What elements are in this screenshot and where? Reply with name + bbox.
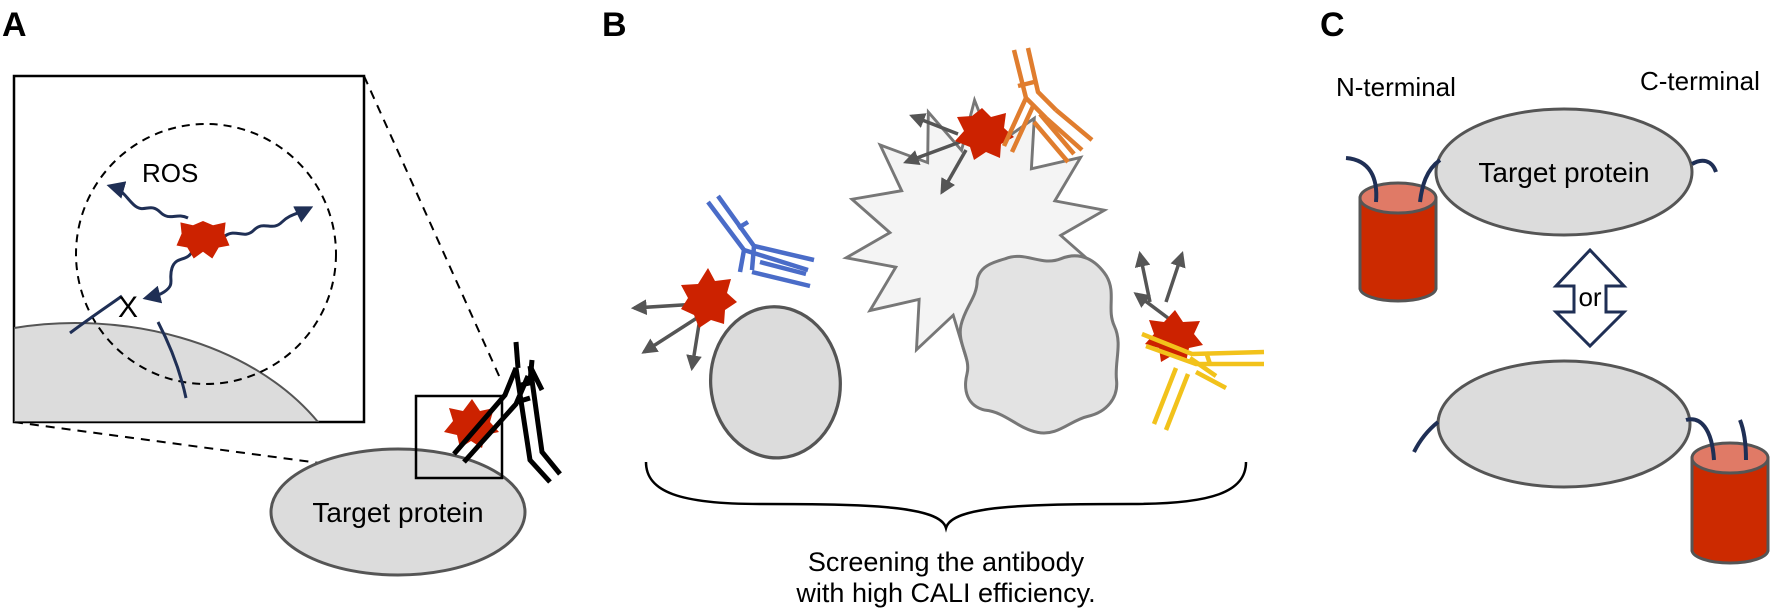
ros-arrow-spiky-3 bbox=[940, 149, 968, 195]
antibody-yellow bbox=[1141, 331, 1265, 431]
ros-radius-circle bbox=[75, 123, 337, 385]
panel-c-letter: C bbox=[1320, 6, 1345, 44]
fluorescent-tag-n-terminal bbox=[1345, 156, 1442, 303]
ros-arrow-wavy-2 bbox=[1134, 250, 1152, 303]
target-protein-c-top-label: Target protein bbox=[1478, 157, 1649, 188]
antibody-black bbox=[452, 341, 562, 484]
inset-protein-surface bbox=[14, 322, 320, 422]
photosensitizer-star-spiky bbox=[955, 108, 1014, 160]
ros-label: ROS bbox=[142, 158, 198, 188]
target-protein-c-top bbox=[1434, 107, 1694, 237]
zoom-line-top bbox=[363, 75, 501, 379]
ros-arrow-round-2 bbox=[641, 314, 701, 354]
ros-wave-down bbox=[142, 251, 194, 304]
or-double-arrow bbox=[1552, 247, 1628, 349]
target-protein-c-bottom bbox=[1436, 359, 1692, 489]
peptide-backbone-right bbox=[156, 321, 188, 399]
panel-b-letter: B bbox=[602, 6, 627, 44]
panel-a-letter: A bbox=[2, 6, 27, 44]
caption-line-1: Screening the antibody bbox=[808, 547, 1085, 577]
target-protein-a bbox=[269, 447, 527, 577]
panel-b: B bbox=[602, 6, 1265, 608]
ros-arrow-spiky-2 bbox=[903, 140, 961, 166]
ros-arrow-spiky-1 bbox=[909, 113, 959, 136]
ros-arrow-wavy-3 bbox=[1164, 251, 1186, 303]
cleavage-x-mark: X bbox=[118, 291, 138, 324]
grouping-brace bbox=[644, 461, 1248, 533]
photosensitizer-star-round bbox=[681, 268, 737, 328]
panel-a: A ROS X Target protein bbox=[2, 6, 562, 577]
or-label: or bbox=[1578, 282, 1601, 312]
inset-contents: ROS X bbox=[14, 123, 337, 422]
caption-line-2: with high CALI efficiency. bbox=[795, 578, 1095, 608]
protein-wavy bbox=[958, 254, 1120, 435]
antibody-blue bbox=[706, 194, 815, 289]
panel-c: C N-terminal C-terminal Target protein o… bbox=[1320, 6, 1770, 565]
protein-round bbox=[708, 305, 842, 460]
c-terminal-tail-top bbox=[1690, 158, 1718, 173]
n-terminal-tail-bottom bbox=[1412, 420, 1440, 453]
fluorescent-tag-c-terminal bbox=[1685, 417, 1770, 565]
ros-wave-right bbox=[224, 206, 314, 238]
target-protein-a-label: Target protein bbox=[312, 497, 483, 528]
c-terminal-label: C-terminal bbox=[1640, 66, 1760, 96]
n-terminal-label: N-terminal bbox=[1336, 72, 1456, 102]
photosensitizer-star-small bbox=[444, 399, 499, 448]
ros-wave-upper-left bbox=[106, 181, 189, 220]
antibody-orange bbox=[1001, 47, 1094, 164]
peptide-backbone-left bbox=[69, 294, 123, 335]
ros-arrow-wavy-1 bbox=[1133, 292, 1170, 320]
photosensitizer-star bbox=[176, 221, 230, 259]
zoom-selection-box bbox=[414, 394, 504, 480]
